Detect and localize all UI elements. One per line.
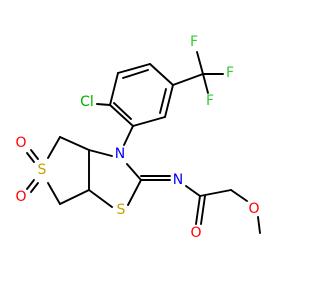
structure-diagram: Cl F F F N N S O O S O O: [0, 0, 300, 300]
oxygen-atom-label: O: [248, 201, 259, 217]
bond: [149, 63, 174, 86]
bond: [117, 63, 151, 74]
bond: [26, 152, 35, 163]
bond: [30, 182, 39, 193]
bond: [26, 179, 35, 190]
bond: [195, 195, 201, 225]
oxygen-atom-label: O: [15, 189, 26, 205]
chlorine-atom-label: Cl: [80, 94, 94, 110]
bond: [113, 102, 132, 120]
fluorine-atom-label: F: [190, 34, 198, 50]
bond: [127, 179, 142, 206]
atom-labels: Cl F F F N N S O O S O O: [15, 34, 259, 241]
bond: [257, 216, 261, 234]
bond: [123, 125, 134, 146]
bond: [47, 136, 61, 159]
nitrogen-atom-label: N: [115, 146, 125, 162]
oxygen-atom-label: O: [15, 135, 26, 151]
bond: [172, 73, 204, 86]
fluorine-atom-label: F: [206, 93, 214, 109]
bond: [126, 163, 142, 181]
bond: [185, 185, 201, 197]
bond: [47, 182, 61, 205]
bond: [230, 189, 248, 202]
nitrogen-atom-label: N: [173, 172, 183, 188]
bond: [88, 189, 113, 208]
bond: [200, 195, 206, 225]
bond: [159, 88, 167, 114]
bond: [96, 103, 111, 106]
bond: [88, 149, 113, 157]
background: [0, 0, 300, 300]
bond: [164, 84, 174, 118]
bond: [132, 116, 166, 127]
bond: [199, 189, 232, 197]
oxygen-atom-label: O: [190, 225, 201, 241]
bond: [122, 69, 149, 79]
bond: [196, 51, 204, 75]
bond: [59, 136, 90, 151]
sulfur-atom-label: S: [117, 202, 126, 218]
bond: [30, 149, 39, 160]
fluorine-atom-label: F: [226, 65, 234, 81]
sulfur-atom-label: S: [38, 162, 47, 178]
bond: [109, 104, 134, 127]
bonds: [26, 51, 261, 234]
molecule-canvas: Cl F F F N N S O O S O O: [0, 0, 300, 300]
bond: [202, 73, 209, 94]
bond: [59, 189, 90, 205]
bond: [109, 72, 119, 106]
